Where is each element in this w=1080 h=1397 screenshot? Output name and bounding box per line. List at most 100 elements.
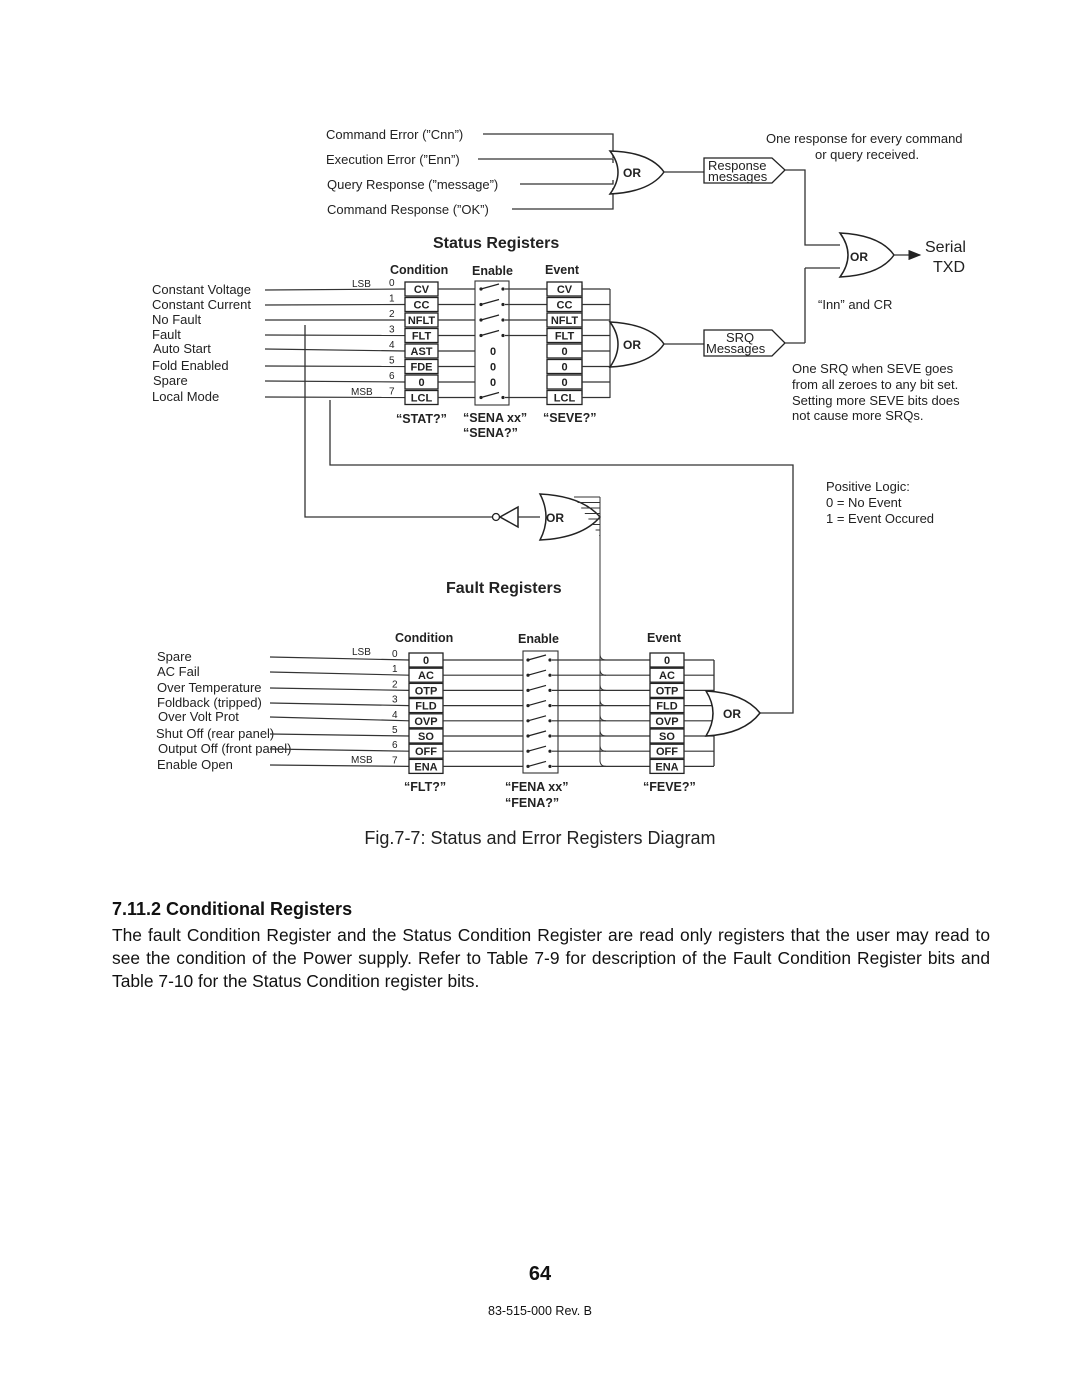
status-event-bit-label: LCL <box>554 393 576 405</box>
status-bit-number: 3 <box>389 325 395 336</box>
fault-or-gate <box>704 690 761 737</box>
status-input-wire <box>264 334 406 337</box>
fena-query-cmd: “FENA?” <box>505 796 559 810</box>
fault-summary-wire <box>599 513 607 707</box>
fault-enable-switch <box>526 684 552 693</box>
status-enable-header: Enable <box>472 264 513 278</box>
response-messages-box <box>703 157 786 184</box>
fault-input-label: Over Volt Prot <box>158 709 239 724</box>
page-number: 64 <box>528 1263 552 1285</box>
fault-input-label: Enable Open <box>157 757 233 772</box>
fault-event-bit-label: ENA <box>655 761 678 773</box>
fault-enable-header: Enable <box>518 632 559 646</box>
status-event-bit-label: 0 <box>561 346 567 358</box>
status-registers-title: Status Registers <box>433 235 559 252</box>
response-or-gate <box>608 150 665 195</box>
status-msb: MSB <box>351 387 373 398</box>
status-input-label: Spare <box>153 373 188 388</box>
fault-condition-bit-label: OVP <box>414 716 437 728</box>
serial-label: Serial <box>925 239 966 256</box>
fault-enable-switch <box>526 700 552 708</box>
fault-input-label: Shut Off (rear panel) <box>156 726 274 741</box>
fault-input-wire <box>269 733 410 737</box>
fault-event-bit-label: OVP <box>655 716 678 728</box>
fault-input-wire <box>269 656 410 661</box>
txd-label: TXD <box>933 259 965 276</box>
status-enable-register <box>474 280 510 406</box>
response-note-line2: or query received. <box>815 147 919 162</box>
status-input-label: Auto Start <box>153 341 211 356</box>
fault-summary-wire <box>599 524 607 737</box>
fault-input-label: Output Off (front panel) <box>158 741 291 756</box>
inn-cr-label: “Inn” and CR <box>818 297 892 312</box>
fault-summary-wire <box>599 535 607 767</box>
status-enable-switch <box>479 314 505 322</box>
response-section: Command Error (”Cnn”) Execution Error (”… <box>326 127 963 246</box>
flt-query-cmd: “FLT?” <box>404 780 446 794</box>
fault-event-bit-label: AC <box>659 670 675 682</box>
status-enable-zero: 0 <box>490 346 496 358</box>
status-condition-bit-label: FLT <box>412 331 432 343</box>
status-condition-bit-label: FDE <box>411 362 433 374</box>
document-revision: 83-515-000 Rev. B <box>488 1304 592 1318</box>
fault-input-label: Over Temperature <box>157 680 262 695</box>
fault-event-bit-label: SO <box>659 731 675 743</box>
fault-event-bit-label: 0 <box>664 655 670 667</box>
fault-condition-bit-label: AC <box>418 670 434 682</box>
status-bit-number: 4 <box>389 340 395 351</box>
fault-enable-register <box>522 650 559 774</box>
status-enable-switch <box>479 298 505 307</box>
fault-input-label: Foldback (tripped) <box>157 695 262 710</box>
inverter-triangle <box>498 505 519 529</box>
or-label: OR <box>546 511 564 525</box>
status-event-bit-label: FLT <box>555 331 575 343</box>
status-bit-number: 1 <box>389 294 395 305</box>
fault-input-wire <box>269 716 410 722</box>
fault-input-label: Spare <box>157 649 192 664</box>
exec-error-input: Execution Error (”Enn”) <box>326 152 460 167</box>
status-event-bit-label: CV <box>557 284 573 296</box>
status-condition-bit-label: CC <box>414 300 430 312</box>
status-input-wire <box>264 348 406 352</box>
logic-note-line3: 1 = Event Occured <box>826 511 934 526</box>
fena-set-cmd: “FENA xx” <box>505 780 568 794</box>
fault-bit-number: 6 <box>392 740 398 751</box>
status-enable-zero: 0 <box>490 377 496 389</box>
status-input-wire <box>264 303 406 306</box>
srq-note-line3: Setting more SEVE bits does <box>792 393 960 408</box>
status-condition-bit-label: NFLT <box>408 315 436 327</box>
status-input-label: Fault <box>152 327 181 342</box>
status-condition-bit-label: LCL <box>411 393 433 405</box>
status-input-wire <box>264 396 406 399</box>
query-response-input: Query Response (”message”) <box>327 177 498 192</box>
srq-messages-label: Messages <box>706 341 766 356</box>
fault-enable-switch <box>526 760 552 769</box>
fault-bit-number: 4 <box>392 710 398 721</box>
response-msg-line1: Response <box>708 158 767 173</box>
fault-condition-bit-label: OFF <box>415 746 437 758</box>
fault-registers-title: Fault Registers <box>446 580 562 597</box>
status-input-label: Fold Enabled <box>152 358 229 373</box>
fault-event-bit-label: FLD <box>656 701 677 713</box>
fault-bit-number: 5 <box>392 725 398 736</box>
fault-event-header: Event <box>647 631 682 645</box>
fault-input-wire <box>269 748 410 752</box>
srq-note-line1: One SRQ when SEVE goes <box>792 361 954 376</box>
status-condition-bit-label: CV <box>414 284 430 296</box>
status-enable-switch <box>479 329 505 338</box>
fault-condition-bit-label: 0 <box>423 655 429 667</box>
inverter-bubble <box>491 512 501 522</box>
or-label: OR <box>850 250 868 264</box>
status-input-label: Constant Voltage <box>152 282 251 297</box>
fault-summary-wire <box>599 502 607 676</box>
fault-condition-header: Condition <box>395 631 453 645</box>
status-enable-switch <box>479 283 505 291</box>
status-event-bit-label: NFLT <box>551 315 579 327</box>
status-condition-bit-label: 0 <box>418 377 424 389</box>
status-bit-number: 7 <box>389 387 395 398</box>
fault-input-wire <box>269 671 410 676</box>
fault-summary-wire <box>599 497 607 661</box>
status-registers: Status Registers Condition Enable Event … <box>152 235 960 440</box>
logic-note-line2: 0 = No Event <box>826 495 902 510</box>
fault-enable-switch <box>526 730 552 738</box>
